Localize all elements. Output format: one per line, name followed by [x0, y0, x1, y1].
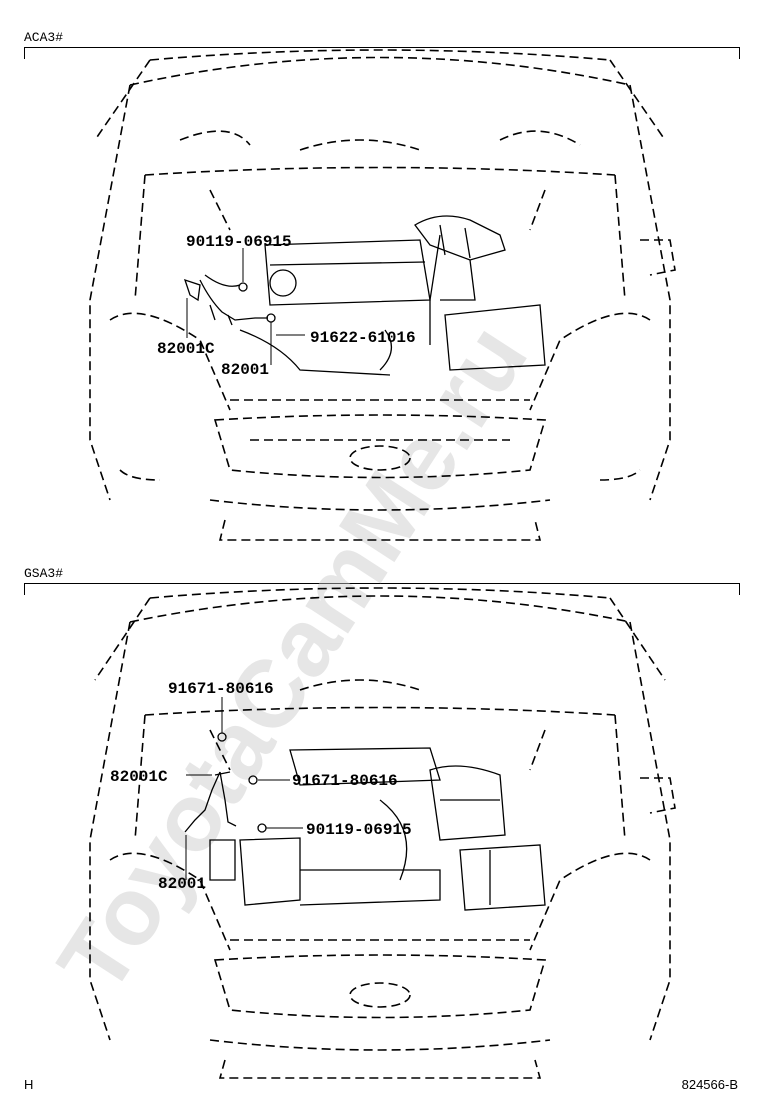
callout-labels-aca3: 90119-06915 82001C 91622-61016 82001	[157, 233, 416, 379]
footer-left-code: H	[24, 1077, 34, 1092]
callout-labels-gsa3: 91671-80616 82001C 91671-80616 90119-069…	[110, 680, 412, 893]
section-divider-tick-right	[739, 47, 740, 59]
part-number-82001c: 82001C	[110, 768, 168, 786]
engine-bay-aca3	[239, 215, 546, 376]
part-number-82001: 82001	[158, 875, 206, 893]
part-number-91671-80616: 91671-80616	[292, 772, 398, 790]
part-number-91671-80616: 91671-80616	[168, 680, 274, 698]
watermark-text: ToyotaCamMe.ru	[38, 306, 548, 1011]
section-divider-tick-right	[739, 583, 740, 595]
leader-lines-aca3	[186, 248, 305, 365]
section-label-aca3: ACA3#	[24, 30, 64, 45]
part-number-91622-61016: 91622-61016	[310, 329, 416, 347]
section-divider-aca3	[24, 47, 740, 48]
figure-number: 824566-B	[681, 1077, 738, 1092]
part-number-82001c: 82001C	[157, 340, 215, 358]
sensor-harness-aca3	[183, 274, 276, 326]
part-number-90119-06915: 90119-06915	[186, 233, 292, 251]
section-divider-tick-left	[24, 583, 25, 595]
section-divider-gsa3	[24, 583, 740, 584]
engine-bay-gsa3	[209, 747, 546, 911]
part-number-90119-06915: 90119-06915	[306, 821, 412, 839]
section-label-gsa3: GSA3#	[24, 566, 64, 581]
vehicle-outline-aca3	[89, 49, 676, 541]
leader-lines-gsa3	[185, 697, 303, 880]
part-number-82001: 82001	[221, 361, 269, 379]
section-divider-tick-left	[24, 47, 25, 59]
vehicle-outline-gsa3	[89, 587, 676, 1079]
